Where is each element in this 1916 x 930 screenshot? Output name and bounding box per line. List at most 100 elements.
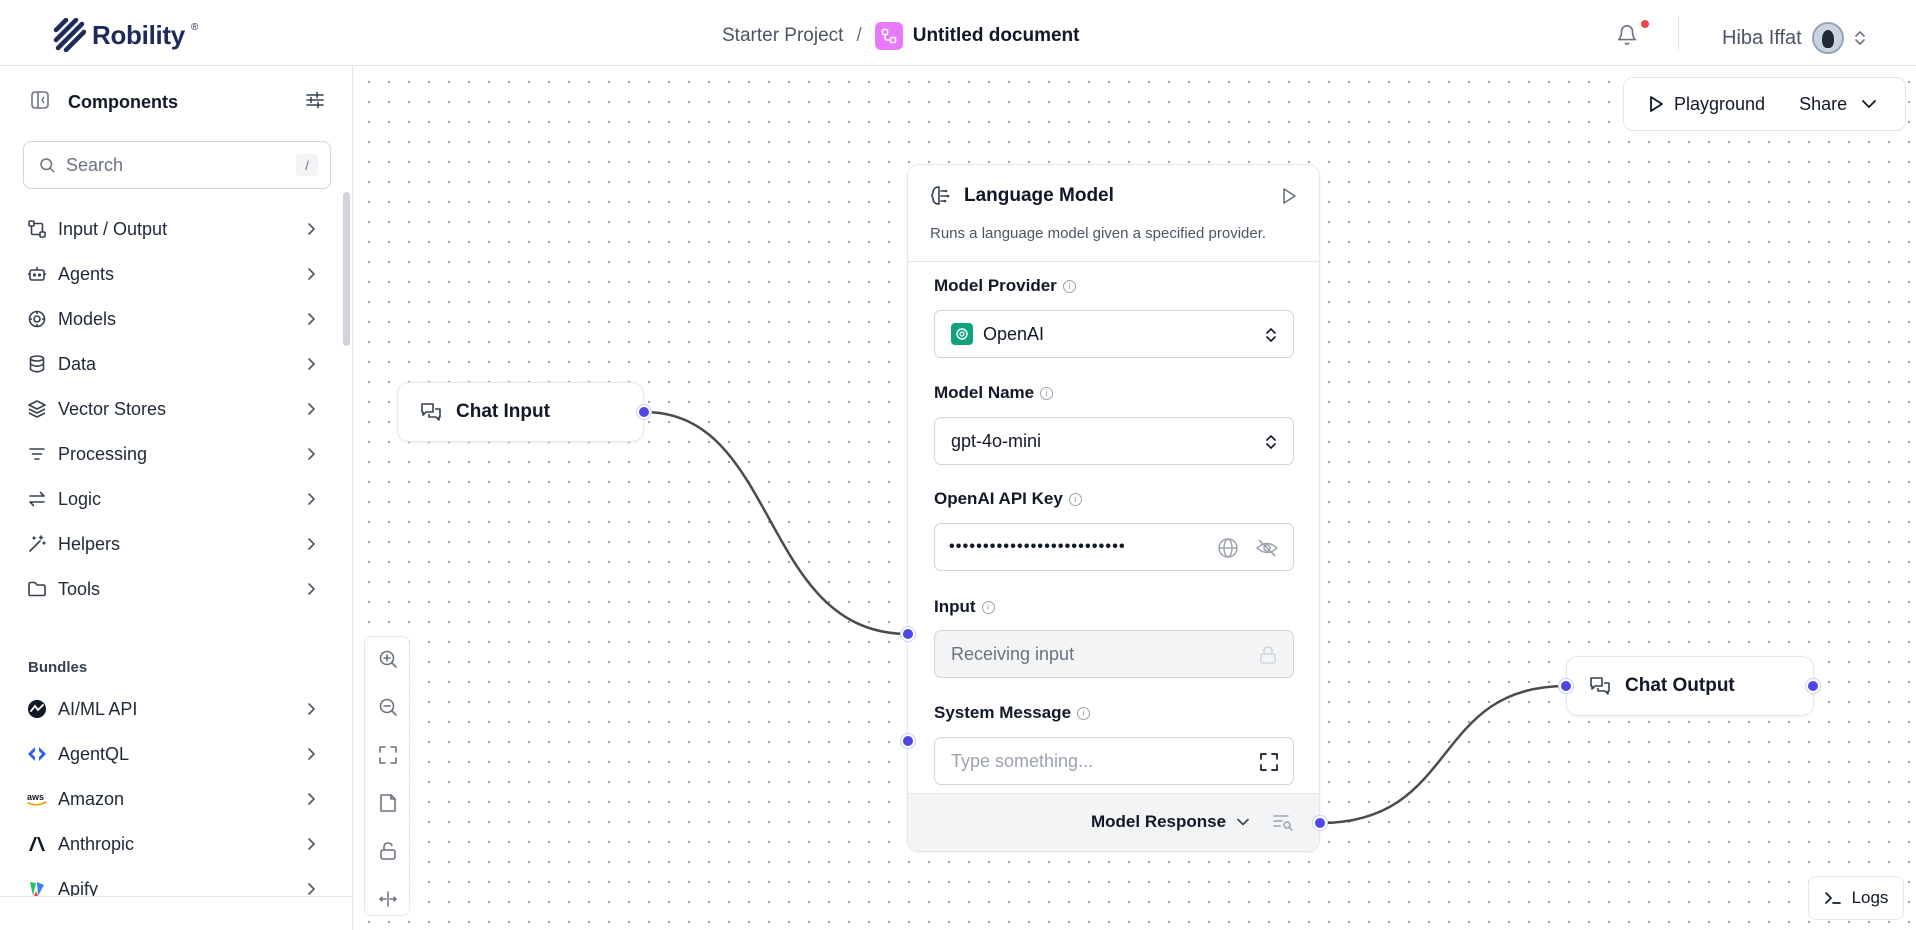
user-name: Hiba Iffat	[1722, 26, 1802, 49]
aiml-logo-icon	[26, 698, 48, 720]
sidebar-item-label: Models	[58, 308, 117, 329]
brand-registered-mark: ®	[190, 21, 199, 33]
zoom-out-icon[interactable]	[377, 696, 399, 718]
logs-label: Logs	[1851, 888, 1889, 907]
run-node-icon[interactable]	[1281, 187, 1297, 210]
node-title: Language Model	[964, 185, 1114, 206]
search-shortcut-badge: /	[296, 154, 318, 176]
eye-off-icon[interactable]	[1255, 537, 1279, 559]
filter-settings-icon[interactable]	[305, 90, 325, 115]
info-icon[interactable]: i	[1040, 386, 1054, 400]
expand-icon[interactable]	[1259, 752, 1279, 772]
chat-bubbles-icon	[1590, 677, 1610, 695]
sidebar-item-amazon[interactable]: aws Amazon	[26, 779, 320, 819]
sidebar-item-input-output[interactable]: Input / Output	[26, 209, 320, 249]
model-response-selector[interactable]: Model Response	[1091, 812, 1250, 832]
sidebar-item-label: AgentQL	[58, 743, 130, 764]
chevron-right-icon	[308, 403, 316, 415]
share-button[interactable]: Share	[1799, 94, 1877, 115]
flow-icon	[874, 22, 903, 50]
brand-logo[interactable]: Robility ®	[52, 18, 198, 52]
chat-bubbles-icon	[421, 403, 441, 421]
search-box: /	[23, 141, 331, 189]
model-name-label: Model Name i	[934, 383, 1054, 403]
language-model-node[interactable]: Language Model Runs a language model giv…	[907, 164, 1320, 852]
lock-icon	[1260, 646, 1276, 664]
input-field-disabled: Receiving input	[934, 630, 1294, 678]
model-provider-label: Model Provider i	[934, 276, 1076, 296]
model-provider-select[interactable]: OpenAI	[934, 310, 1294, 358]
chevron-right-icon	[308, 703, 316, 715]
model-name-select[interactable]: gpt-4o-mini	[934, 417, 1294, 465]
sidebar-item-processing[interactable]: Processing	[26, 434, 320, 474]
folder-icon	[26, 578, 48, 600]
system-message-handle[interactable]	[901, 734, 915, 748]
sidebar-item-anthropic[interactable]: Anthropic	[26, 824, 320, 864]
sidebar-item-agents[interactable]: Agents	[26, 254, 320, 294]
chevron-right-icon	[308, 493, 316, 505]
play-icon	[1650, 96, 1663, 112]
document-title[interactable]: Untitled document	[912, 25, 1080, 46]
canvas-toolbar: Playground Share	[1623, 77, 1906, 131]
sidebar-scrollbar[interactable]	[343, 192, 350, 346]
layers-icon	[26, 398, 48, 420]
sidebar-item-label: Vector Stores	[58, 398, 167, 419]
sidebar-item-agentql[interactable]: AgentQL	[26, 734, 320, 774]
info-icon[interactable]: i	[1068, 492, 1082, 506]
sticky-note-icon[interactable]	[377, 792, 399, 814]
api-key-input[interactable]: ••••••••••••••••••••••••••	[934, 523, 1294, 571]
avatar	[1811, 22, 1844, 54]
zoom-in-icon[interactable]	[377, 648, 399, 670]
chevron-right-icon	[308, 748, 316, 760]
model-response-output-handle[interactable]	[1313, 816, 1327, 830]
sidebar-item-logic[interactable]: Logic	[26, 479, 320, 519]
node-output-footer: Model Response	[908, 793, 1319, 851]
info-icon[interactable]: i	[1062, 279, 1076, 293]
output-label: Model Response	[1091, 812, 1227, 831]
chat-input-node[interactable]: Chat Input	[397, 382, 644, 442]
search-input[interactable]	[66, 154, 286, 176]
sidebar-item-label: Input / Output	[58, 218, 168, 239]
search-icon	[40, 158, 55, 173]
sidebar-item-models[interactable]: Models	[26, 299, 320, 339]
sidebar-item-vector-stores[interactable]: Vector Stores	[26, 389, 320, 429]
globe-icon[interactable]	[1217, 537, 1239, 559]
user-menu[interactable]: Hiba Iffat	[1722, 22, 1866, 54]
chat-output-node[interactable]: Chat Output	[1566, 656, 1814, 716]
system-message-input[interactable]: Type something...	[934, 737, 1294, 785]
fit-view-icon[interactable]	[377, 744, 399, 766]
sidebar-item-apify[interactable]: Apify	[26, 869, 320, 909]
chat-output-output-handle[interactable]	[1806, 679, 1820, 693]
breadcrumb-project[interactable]: Starter Project	[722, 25, 844, 46]
playground-button[interactable]: Playground	[1648, 94, 1765, 115]
chevron-right-icon	[308, 793, 316, 805]
info-icon[interactable]: i	[1077, 706, 1091, 720]
chevron-right-icon	[308, 883, 316, 895]
node-divider	[908, 261, 1319, 262]
sidebar-item-label: Anthropic	[58, 833, 135, 854]
bundles-heading: Bundles	[28, 659, 88, 676]
bell-icon[interactable]	[1616, 24, 1638, 51]
sidebar-item-aiml-api[interactable]: AI/ML API	[26, 689, 320, 729]
inspect-output-icon[interactable]	[1272, 812, 1294, 832]
chevron-right-icon	[308, 583, 316, 595]
database-icon	[26, 353, 48, 375]
chat-input-output-handle[interactable]	[637, 405, 651, 419]
edge-chat-input-to-input	[643, 410, 909, 636]
unlock-icon[interactable]	[377, 840, 399, 862]
sidebar-item-helpers[interactable]: Helpers	[26, 524, 320, 564]
sidebar-item-label: AI/ML API	[58, 698, 138, 719]
filter-lines-icon	[26, 443, 48, 465]
svg-text:aws: aws	[27, 792, 44, 802]
info-icon[interactable]: i	[981, 600, 995, 614]
input-field-handle[interactable]	[901, 627, 915, 641]
pan-arrows-icon[interactable]	[377, 888, 399, 910]
playground-label: Playground	[1674, 93, 1766, 114]
sidebar-collapse-icon[interactable]	[30, 90, 50, 115]
brand-name: Robility	[92, 19, 185, 50]
sidebar-item-tools[interactable]: Tools	[26, 569, 320, 609]
chat-output-input-handle[interactable]	[1559, 679, 1573, 693]
logs-button[interactable]: Logs	[1808, 876, 1904, 920]
sidebar-item-data[interactable]: Data	[26, 344, 320, 384]
